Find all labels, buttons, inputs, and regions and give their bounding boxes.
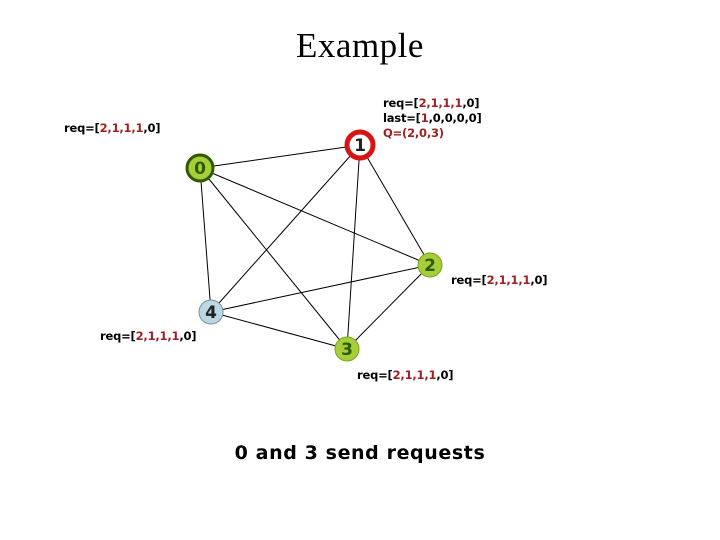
node-label-2: 2 [424, 256, 436, 276]
annotation-text: req=[ [451, 273, 487, 287]
graph-node-0[interactable]: 0 [185, 153, 215, 183]
graph-node-4[interactable]: 4 [198, 299, 224, 325]
graph-edge-1-3 [346, 144, 361, 350]
annotation-text: 1 [420, 111, 429, 125]
graph-edge-1-2 [359, 144, 431, 266]
graph-nodes: 0 1 2 3 4 [185, 129, 443, 362]
annotation-text: req=[ [383, 96, 419, 110]
annotation-line: req=[2,1,1,1,0] [383, 96, 482, 111]
graph-edge-1-4 [210, 144, 361, 313]
graph-edge-0-1 [199, 144, 361, 169]
graph-edge-0-3 [199, 167, 348, 350]
annotation-text: 2,1,1,1 [486, 273, 531, 287]
node-label-0: 0 [194, 159, 206, 179]
annotation-text: ,0] [143, 121, 161, 135]
annotation-text: ,0,0,0,0] [428, 111, 482, 125]
annotation-line: req=[2,1,1,1,0] [64, 121, 161, 136]
annotation-line: req=[2,1,1,1,0] [100, 329, 197, 344]
graph-node-1[interactable]: 1 [344, 129, 376, 161]
annotation-node2-req: req=[2,1,1,1,0] [451, 273, 548, 288]
annotation-text: Q=(2,0,3) [383, 126, 444, 140]
node-circle-0 [185, 153, 215, 183]
node-circle-4 [198, 299, 224, 325]
annotation-line: req=[2,1,1,1,0] [357, 368, 454, 383]
annotation-text: req=[ [100, 329, 136, 343]
node-circle-1 [344, 129, 376, 161]
node-circle-2 [417, 252, 443, 278]
annotation-node4-req: req=[2,1,1,1,0] [100, 329, 197, 344]
annotation-node0-req: req=[2,1,1,1,0] [64, 121, 161, 136]
node-label-1: 1 [354, 136, 366, 156]
annotation-line: Q=(2,0,3) [383, 126, 482, 141]
node-circle-3 [334, 336, 360, 362]
graph-node-3[interactable]: 3 [334, 336, 360, 362]
graph-edge-0-2 [199, 167, 431, 266]
graph-edge-3-4 [210, 311, 348, 350]
annotation-text: ,0] [462, 96, 480, 110]
annotation-text: ,0] [179, 329, 197, 343]
slide-caption: 0 and 3 send requests [234, 442, 486, 464]
annotation-text: last=[ [383, 111, 421, 125]
annotation-text: 2,1,1,1 [99, 121, 144, 135]
graph-edge-2-4 [210, 264, 431, 313]
graph-node-2[interactable]: 2 [417, 252, 443, 278]
annotation-text: req=[ [357, 368, 393, 382]
annotation-text: 2,1,1,1 [392, 368, 437, 382]
graph-edge-0-4 [199, 167, 212, 313]
annotation-node1-state: req=[2,1,1,1,0]last=[1,0,0,0,0]Q=(2,0,3) [383, 96, 482, 141]
annotation-text: 2,1,1,1 [418, 96, 463, 110]
annotation-line: req=[2,1,1,1,0] [451, 273, 548, 288]
annotation-node3-req: req=[2,1,1,1,0] [357, 368, 454, 383]
node-label-3: 3 [341, 340, 353, 360]
annotation-text: ,0] [436, 368, 454, 382]
page-title: Example [296, 26, 424, 65]
annotation-text: req=[ [64, 121, 100, 135]
graph-edges [199, 144, 431, 350]
annotation-line: last=[1,0,0,0,0] [383, 111, 482, 126]
annotation-text: 2,1,1,1 [135, 329, 180, 343]
node-label-4: 4 [205, 303, 217, 323]
graph-edge-2-3 [346, 264, 431, 350]
annotation-text: ,0] [530, 273, 548, 287]
